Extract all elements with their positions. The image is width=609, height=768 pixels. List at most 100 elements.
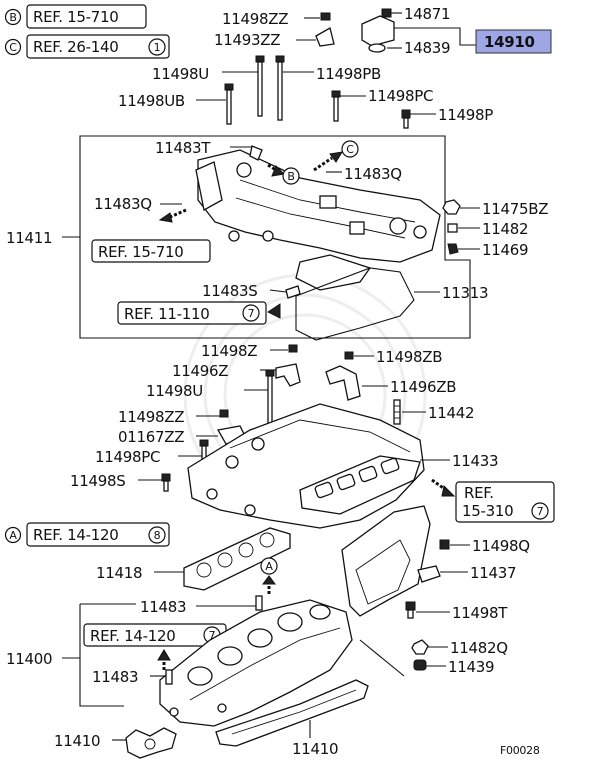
- part-11498q[interactable]: 11498Q: [472, 537, 530, 555]
- part-11498pc-top[interactable]: 11498PC: [368, 87, 433, 105]
- nut-11482[interactable]: [447, 223, 480, 233]
- lower-assembly-bracket: [79, 603, 136, 707]
- bolt-11498s[interactable]: [138, 473, 171, 492]
- bolt-11498p[interactable]: [401, 109, 436, 129]
- part-11483-bottom[interactable]: 11483: [140, 598, 187, 616]
- legend-b-ref[interactable]: REF. 15-710: [33, 8, 119, 26]
- nut-11482q[interactable]: [411, 639, 448, 655]
- part-11483q-left[interactable]: 11483Q: [94, 195, 152, 213]
- ref-15-310-num: 7: [537, 505, 544, 518]
- part-11437[interactable]: 11437: [470, 564, 517, 582]
- part-11498zb[interactable]: 11498ZB: [376, 348, 442, 366]
- part-11410-bottom[interactable]: 11410: [292, 740, 339, 758]
- part-11410-left[interactable]: 11410: [54, 732, 101, 750]
- hose-11483t[interactable]: [230, 145, 286, 177]
- bolt-11498zz-mid[interactable]: [196, 409, 229, 418]
- bracket-11493zz[interactable]: [296, 27, 335, 47]
- part-11498p[interactable]: 11498P: [438, 106, 494, 124]
- bolts-long-group[interactable]: [196, 55, 314, 125]
- ref-14-120-a[interactable]: REF. 14-120: [33, 526, 119, 544]
- part-11482[interactable]: 11482: [482, 220, 529, 238]
- part-11498u-mid[interactable]: 11498U: [146, 382, 203, 400]
- part-11433[interactable]: 11433: [452, 452, 499, 470]
- part-11498z[interactable]: 11498Z: [201, 342, 258, 360]
- part-11483t[interactable]: 11483T: [155, 139, 212, 157]
- part-11411[interactable]: 11411: [6, 229, 53, 247]
- callout-c[interactable]: C: [313, 140, 359, 172]
- ref-11-110-num: 7: [248, 307, 255, 320]
- part-11493zz[interactable]: 11493ZZ: [214, 31, 280, 49]
- part-11496z[interactable]: 11496Z: [172, 362, 229, 380]
- part-11313[interactable]: 11313: [442, 284, 489, 302]
- part-11498pc-mid[interactable]: 11498PC: [95, 448, 160, 466]
- bolt-11498q[interactable]: [439, 539, 470, 550]
- part-11442[interactable]: 11442: [428, 404, 475, 422]
- gasket-11313[interactable]: [295, 267, 440, 341]
- pin-11483s[interactable]: [269, 285, 301, 299]
- ref-14-120-b[interactable]: REF. 14-120: [90, 627, 176, 645]
- ref-14-120-b-num: 7: [209, 629, 216, 642]
- spacer-11439[interactable]: [413, 659, 446, 671]
- part-11498pb[interactable]: 11498PB: [316, 65, 381, 83]
- part-11496zb[interactable]: 11496ZB: [390, 378, 456, 396]
- legend-b: B REF. 15-710: [4, 4, 147, 29]
- bolt-11498t[interactable]: [405, 601, 450, 619]
- svg-text:A: A: [265, 560, 273, 573]
- part-14910[interactable]: 14910: [484, 33, 535, 51]
- part-11498zz-top[interactable]: 11498ZZ: [222, 10, 288, 28]
- legend-c-ref[interactable]: REF. 26-140: [33, 38, 119, 56]
- part-11469[interactable]: 11469: [482, 241, 529, 259]
- legend-c-letter: C: [9, 41, 17, 54]
- bolt-11498u-mid[interactable]: [244, 369, 275, 437]
- bolt-11498zz-top[interactable]: [304, 12, 331, 21]
- part-11483s[interactable]: 11483S: [202, 282, 258, 300]
- ref-15-310-line2[interactable]: 15-310: [462, 502, 514, 520]
- ref-15-310-line1[interactable]: REF.: [464, 484, 494, 502]
- part-11498s[interactable]: 11498S: [70, 472, 126, 490]
- bracket-11437[interactable]: [341, 505, 468, 617]
- sensor-14910[interactable]: [361, 8, 476, 53]
- part-11439[interactable]: 11439: [448, 658, 495, 676]
- bracket-11496zb[interactable]: [325, 365, 388, 401]
- svg-text:B: B: [287, 170, 294, 183]
- gasket-11418[interactable]: [154, 527, 291, 591]
- part-01167zz[interactable]: 01167ZZ: [118, 428, 184, 446]
- figure-id: F00028: [500, 744, 540, 757]
- legend-c-ref-num: 1: [154, 41, 161, 54]
- bolt-11498zb[interactable]: [344, 351, 374, 360]
- bolt-11498z[interactable]: [270, 344, 298, 353]
- gasket-11410-right[interactable]: [215, 639, 405, 747]
- part-11498ub[interactable]: 11498UB: [118, 92, 185, 110]
- upper-assembly-box: [79, 135, 471, 339]
- part-11418[interactable]: 11418: [96, 564, 143, 582]
- lower-intake-manifold[interactable]: [159, 599, 353, 727]
- part-11498t[interactable]: 11498T: [452, 604, 509, 622]
- part-11482q[interactable]: 11482Q: [450, 639, 508, 657]
- intake-manifold-11433[interactable]: [187, 403, 450, 529]
- svg-text:C: C: [346, 143, 354, 156]
- gasket-11410-left[interactable]: [112, 727, 177, 759]
- part-14871[interactable]: 14871: [404, 5, 451, 23]
- nut-11469[interactable]: [447, 243, 480, 255]
- legend-c: C REF. 26-140 1: [4, 34, 170, 59]
- callout-a[interactable]: A: [260, 557, 278, 596]
- legend-b-letter: B: [9, 11, 16, 24]
- part-14839[interactable]: 14839: [404, 39, 451, 57]
- part-11475bz[interactable]: 11475BZ: [482, 200, 549, 218]
- part-11498u-top[interactable]: 11498U: [152, 65, 209, 83]
- part-11483q-right[interactable]: 11483Q: [344, 165, 402, 183]
- ref-11-110[interactable]: REF. 11-110: [124, 305, 210, 323]
- upper-intake-manifold-11411[interactable]: [195, 149, 441, 291]
- highlight-14910: [475, 29, 552, 54]
- legend-a: A REF. 14-120 8: [4, 522, 170, 547]
- legend-a-letter: A: [9, 529, 17, 542]
- ref-15-710-upper[interactable]: REF. 15-710: [98, 243, 184, 261]
- nut-11475bz[interactable]: [442, 199, 480, 215]
- part-11400[interactable]: 11400: [6, 650, 53, 668]
- bolt-11498pc-top[interactable]: [331, 90, 366, 122]
- part-11498zz-mid[interactable]: 11498ZZ: [118, 408, 184, 426]
- part-11483-left[interactable]: 11483: [92, 668, 139, 686]
- stud-11442[interactable]: [393, 399, 426, 425]
- callout-b[interactable]: B: [282, 167, 300, 185]
